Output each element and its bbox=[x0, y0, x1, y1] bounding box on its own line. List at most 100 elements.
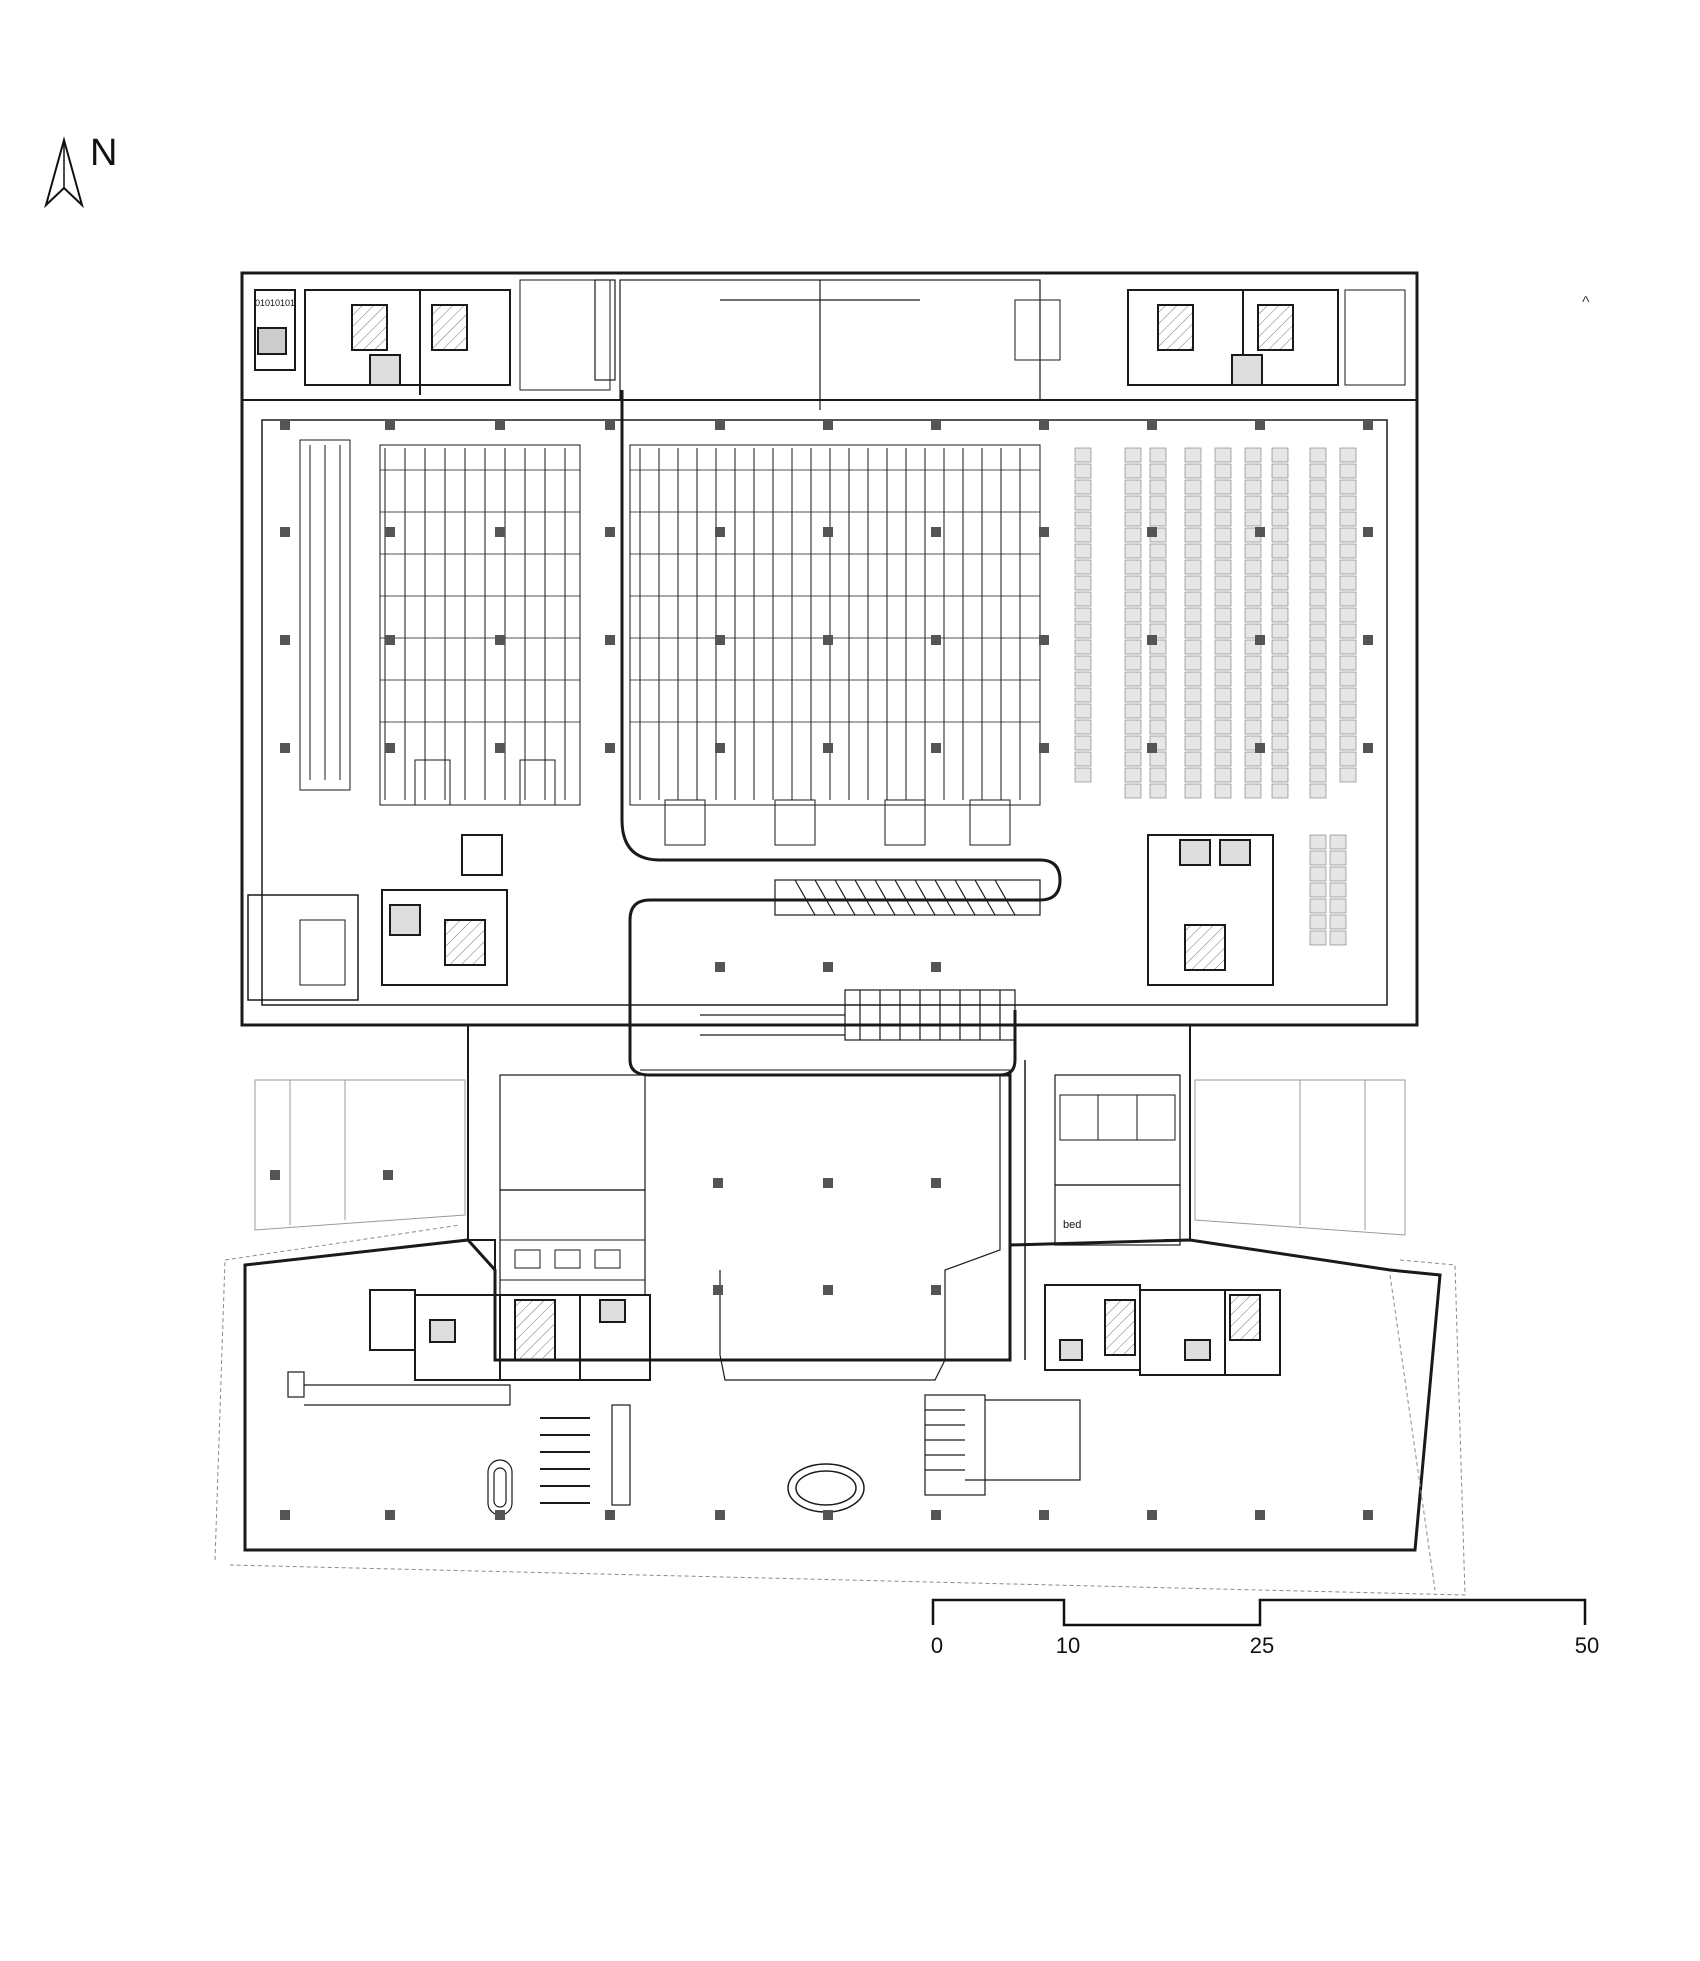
compact-shelf-unit bbox=[1184, 511, 1202, 527]
compact-shelf-unit bbox=[1214, 463, 1232, 479]
column bbox=[1147, 420, 1157, 430]
column bbox=[1147, 527, 1157, 537]
compact-shelf-unit bbox=[1309, 850, 1327, 866]
compact-shelf-unit bbox=[1329, 930, 1347, 946]
column bbox=[823, 743, 833, 753]
compact-shelf-unit bbox=[1074, 463, 1092, 479]
compact-shelf-unit bbox=[1074, 607, 1092, 623]
book-conveyor-track bbox=[620, 390, 1062, 1360]
north-arrow-icon bbox=[44, 136, 84, 209]
compact-shelf-unit bbox=[1271, 447, 1289, 463]
compact-shelf-unit bbox=[1124, 767, 1142, 783]
column bbox=[385, 1510, 395, 1520]
compact-shelf-unit bbox=[1124, 447, 1142, 463]
column bbox=[715, 743, 725, 753]
compact-shelf-unit bbox=[1214, 719, 1232, 735]
compact-shelf-unit bbox=[1149, 559, 1167, 575]
compact-shelf-unit bbox=[1339, 719, 1357, 735]
compact-shelf-unit bbox=[1339, 607, 1357, 623]
column bbox=[931, 743, 941, 753]
column bbox=[385, 527, 395, 537]
compact-shelf-unit bbox=[1149, 767, 1167, 783]
stair-treads bbox=[540, 1417, 590, 1504]
column bbox=[605, 635, 615, 645]
compact-shelf-unit bbox=[1309, 719, 1327, 735]
column bbox=[1363, 743, 1373, 753]
column bbox=[385, 743, 395, 753]
compact-shelf-unit bbox=[1074, 511, 1092, 527]
compact-shelf-unit bbox=[1271, 575, 1289, 591]
column bbox=[823, 635, 833, 645]
compact-shelf-unit bbox=[1149, 687, 1167, 703]
compact-shelf-unit bbox=[1309, 623, 1327, 639]
compact-shelf-unit bbox=[1149, 479, 1167, 495]
compact-shelf-unit bbox=[1074, 479, 1092, 495]
column bbox=[931, 1285, 941, 1295]
column bbox=[1147, 1510, 1157, 1520]
column bbox=[1147, 635, 1157, 645]
compact-shelf-unit bbox=[1244, 559, 1262, 575]
compact-shelf-unit bbox=[1271, 735, 1289, 751]
column bbox=[495, 635, 505, 645]
compact-shelf-unit bbox=[1124, 703, 1142, 719]
north-central-lobby bbox=[594, 279, 1041, 410]
compact-shelf-unit bbox=[1149, 447, 1167, 463]
compact-shelf-unit bbox=[1124, 607, 1142, 623]
compact-shelf-unit bbox=[1074, 575, 1092, 591]
compact-shelf-unit bbox=[1309, 607, 1327, 623]
compact-shelf-unit bbox=[1149, 591, 1167, 607]
west-stack-area bbox=[299, 439, 581, 806]
column bbox=[280, 527, 290, 537]
compact-shelf-unit bbox=[1184, 543, 1202, 559]
compact-shelf-unit bbox=[1339, 559, 1357, 575]
compact-shelf-unit bbox=[1149, 495, 1167, 511]
column bbox=[715, 635, 725, 645]
compact-shelf-unit bbox=[1149, 463, 1167, 479]
compact-shelf-unit bbox=[1339, 687, 1357, 703]
compact-shelf-unit bbox=[1309, 735, 1327, 751]
compact-shelf-unit bbox=[1339, 767, 1357, 783]
compact-shelf-unit bbox=[1124, 783, 1142, 799]
south-east-core bbox=[1044, 1284, 1281, 1376]
column bbox=[931, 527, 941, 537]
column bbox=[1039, 743, 1049, 753]
column bbox=[495, 743, 505, 753]
compact-shelf-unit bbox=[1124, 751, 1142, 767]
compact-shelf-unit bbox=[1271, 751, 1289, 767]
compact-shelf-unit bbox=[1244, 607, 1262, 623]
compact-shelf-unit bbox=[1309, 767, 1327, 783]
workstation bbox=[884, 799, 926, 846]
compact-shelf-unit bbox=[1309, 930, 1327, 946]
compact-shelf-unit bbox=[1244, 479, 1262, 495]
column bbox=[1363, 527, 1373, 537]
compact-shelf-unit bbox=[1271, 623, 1289, 639]
compact-shelf-unit bbox=[1329, 850, 1347, 866]
compact-shelf-unit bbox=[1309, 866, 1327, 882]
south-block-outline bbox=[243, 1238, 1442, 1552]
compact-shelf-unit bbox=[1309, 671, 1327, 687]
compact-shelf-unit bbox=[1244, 511, 1262, 527]
compact-shelf-unit bbox=[1244, 719, 1262, 735]
column bbox=[385, 420, 395, 430]
compact-shelf-unit bbox=[1214, 751, 1232, 767]
compact-shelf-unit bbox=[1309, 511, 1327, 527]
compact-shelf-unit bbox=[1074, 495, 1092, 511]
compact-shelf-unit bbox=[1271, 559, 1289, 575]
compact-shelf-unit bbox=[1339, 511, 1357, 527]
compact-shelf-unit bbox=[1184, 735, 1202, 751]
column bbox=[823, 962, 833, 972]
west-middle-core bbox=[381, 834, 508, 986]
north-label: N bbox=[90, 132, 118, 174]
column bbox=[605, 527, 615, 537]
compact-shelf-unit bbox=[1309, 834, 1327, 850]
central-atrium bbox=[650, 1074, 1001, 1381]
compact-shelf-unit bbox=[1244, 655, 1262, 671]
column bbox=[715, 420, 725, 430]
compact-shelf-unit bbox=[1214, 543, 1232, 559]
compact-shelf-unit bbox=[1214, 495, 1232, 511]
compact-shelf-unit bbox=[1244, 575, 1262, 591]
compact-shelf-unit bbox=[1309, 703, 1327, 719]
column bbox=[495, 527, 505, 537]
column bbox=[823, 1285, 833, 1295]
compact-shelf-unit bbox=[1309, 882, 1327, 898]
